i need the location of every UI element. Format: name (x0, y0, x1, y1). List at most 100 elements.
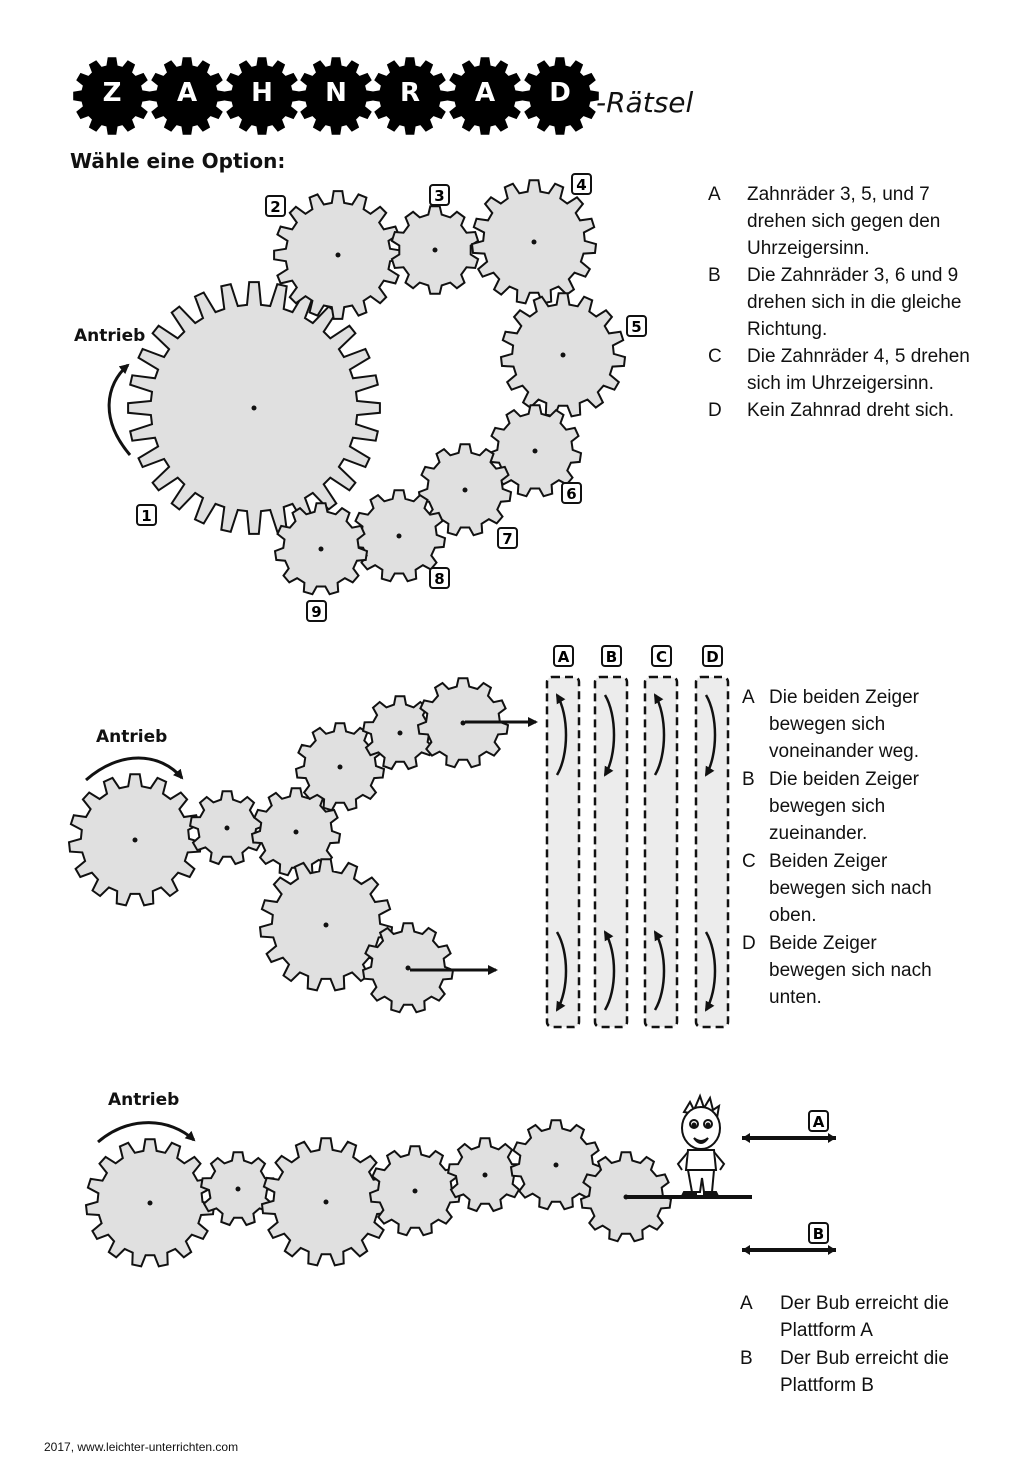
track-b-bottom-arrow (603, 930, 616, 1011)
gear-3-axle (432, 247, 438, 253)
title-letter-4: N (325, 78, 347, 108)
puzzle3-gears: AB (84, 1110, 829, 1268)
puzzle3-option-a[interactable]: A Der Bub erreicht die Plattform A (740, 1293, 949, 1341)
track-c (643, 675, 679, 1029)
gear-number-8-box (429, 567, 450, 589)
gear-5-axle (560, 352, 566, 358)
title-gear-7 (521, 57, 599, 135)
track-b (593, 675, 629, 1029)
title-gear-5 (371, 57, 449, 135)
gear-number-5: 5 (631, 318, 641, 336)
gear-number-4-box (571, 173, 592, 195)
gear-1-axle (251, 405, 257, 411)
title-letter-5: R (399, 78, 421, 108)
track-a-bottom-arrow (555, 931, 568, 1012)
p3-gear-2-axle (235, 1186, 241, 1192)
gear-number-5-box (626, 315, 647, 337)
track-d (694, 675, 730, 1029)
track-d-bottom-arrow (704, 931, 717, 1012)
title-suffix: -Rätsel (596, 86, 694, 119)
gear-4-axle (531, 239, 537, 245)
puzzle1-option-c[interactable]: C Die Zahnräder 4, 5 drehen sich im Uhrz… (708, 346, 970, 394)
puzzle1-drive-arrow (107, 363, 132, 456)
track-label-d-box (702, 645, 723, 667)
puzzle1-option-a[interactable]: A Zahnräder 3, 5, und 7 drehen sich gege… (708, 184, 941, 259)
track-c-top-arrow (653, 693, 666, 776)
track-c-bottom-arrow (653, 930, 666, 1011)
p2-drive-gear-axle (132, 837, 138, 843)
gear-number-9: 9 (311, 603, 321, 621)
gear-6-axle (532, 448, 538, 454)
platform-label-a: A (813, 1113, 825, 1131)
track-label-a-box (553, 645, 574, 667)
gear-number-4: 4 (576, 176, 586, 194)
track-label-c-box (651, 645, 672, 667)
gear-number-8: 8 (434, 570, 444, 588)
p3-gear-5-axle (482, 1172, 488, 1178)
track-label-d: D (706, 648, 718, 666)
gear-8-axle (396, 533, 402, 539)
instruction: Wähle eine Option: (70, 149, 286, 173)
puzzle1-option-b[interactable]: B Die Zahnräder 3, 6 und 9 drehen sich i… (708, 265, 962, 340)
puzzle3-drive-arrow (97, 1121, 196, 1144)
title-letter-7: D (549, 78, 571, 108)
track-label-a: A (558, 648, 570, 666)
puzzle2-drive-arrow (85, 756, 184, 782)
puzzle1-option-d[interactable]: D Kein Zahnrad dreht sich. (708, 400, 955, 421)
p2-gear-2-axle (224, 825, 230, 831)
p2-gear-3-axle (293, 829, 299, 835)
gear-number-3: 3 (434, 187, 444, 205)
boy-figure (676, 1093, 726, 1197)
puzzle1-gears (127, 179, 627, 596)
puzzle1-drive-label: Antrieb (74, 326, 146, 346)
p3-drive-gear-axle (147, 1200, 153, 1206)
puzzle2-drive-label: Antrieb (96, 727, 168, 747)
track-a-top-arrow (555, 693, 568, 776)
track-label-c: C (656, 648, 667, 666)
gear-number-7: 7 (502, 530, 512, 548)
title-letter-6: A (474, 78, 496, 108)
gear-number-7-box (497, 527, 518, 549)
title-gear-badges (73, 57, 599, 135)
track-label-b-box (601, 645, 622, 667)
p2-gear-7-axle (323, 922, 329, 928)
gear-7-axle (462, 487, 468, 493)
title-gear-6 (446, 57, 524, 135)
footer-credit: 2017, www.leichter-unterrichten.com (44, 1440, 239, 1454)
p3-gear-3-axle (323, 1199, 329, 1205)
title-gear-4 (297, 57, 375, 135)
p3-gear-6-axle (553, 1162, 559, 1168)
p2-gear-4-axle (337, 764, 343, 770)
gear-9-axle (318, 546, 324, 552)
puzzle2-option-b[interactable]: B Die beiden Zeiger bewegen sich zueinan… (742, 769, 919, 844)
p2-gear-5-axle (397, 730, 403, 736)
title-letter-2: A (176, 78, 198, 108)
puzzle2-gears (67, 677, 510, 1014)
platform-label-b-box (808, 1222, 829, 1244)
title-letter-3: H (251, 78, 273, 108)
puzzle2-option-a[interactable]: A Die beiden Zeiger bewegen sich voneina… (742, 687, 919, 762)
platform-label-b: B (813, 1225, 824, 1243)
gear-number-9-box (306, 600, 327, 622)
title-gear-3 (223, 57, 301, 135)
title-gear-1 (73, 57, 151, 135)
gear-number-2-box (265, 195, 286, 217)
puzzle3-drive-label: Antrieb (108, 1090, 180, 1110)
puzzle3-option-b[interactable]: B Der Bub erreicht die Plattform B (740, 1348, 949, 1396)
title: Z A H N R A D -Rätsel (0, 0, 1024, 130)
gear-2-axle (335, 252, 341, 258)
track-label-b: B (606, 648, 617, 666)
platform-label-a-box (808, 1110, 829, 1132)
track-b-top-arrow (603, 694, 616, 777)
title-gear-2 (148, 57, 226, 135)
puzzle2-option-d[interactable]: D Beide Zeiger bewegen sich nach unten. (742, 933, 932, 1008)
gear-number-1: 1 (141, 507, 151, 525)
title-letter-1: Z (102, 78, 122, 108)
track-d-top-arrow (704, 694, 717, 777)
gear-number-6-box (561, 482, 582, 504)
puzzle2-option-c[interactable]: C Beiden Zeiger bewegen sich nach oben. (742, 851, 932, 926)
gear-number-3-box (429, 184, 450, 206)
p2-gear-6-axle (460, 720, 466, 726)
